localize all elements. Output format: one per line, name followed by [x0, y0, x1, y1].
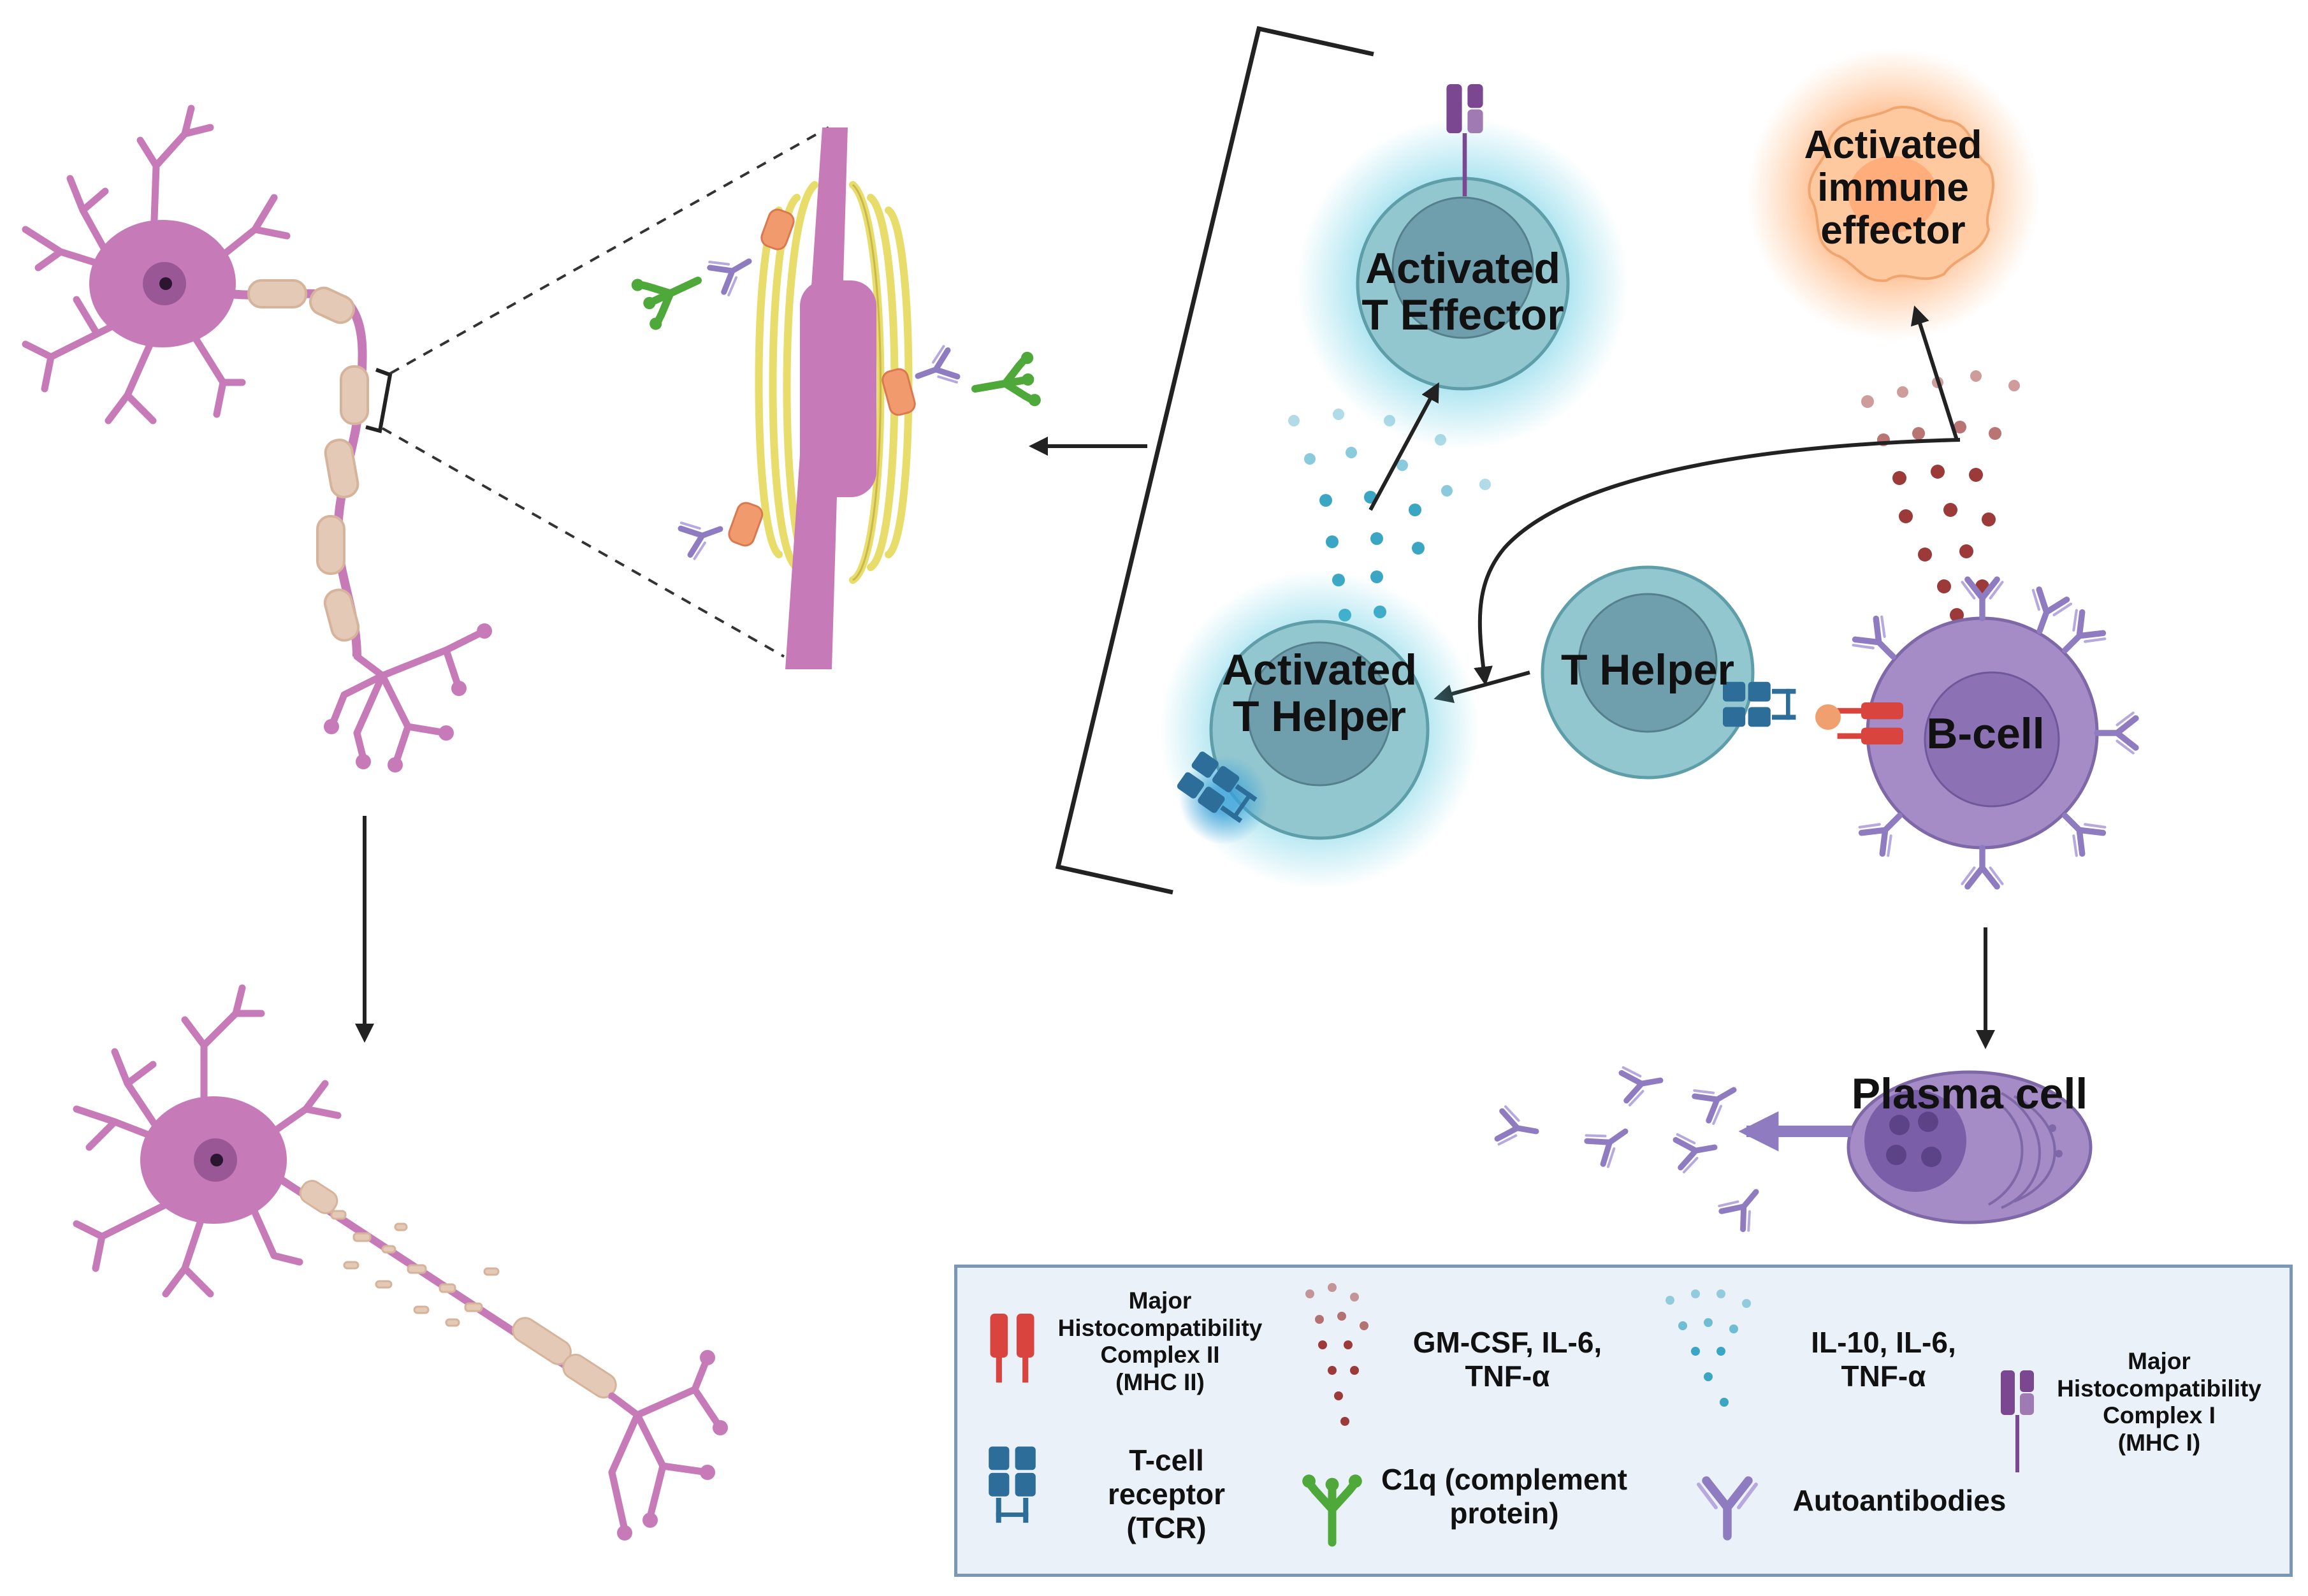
bracket: [1055, 25, 1374, 895]
activated-t-helper-cell: [1160, 570, 1479, 889]
legend-autoantibodies-label: Autoantibodies: [1792, 1484, 2007, 1517]
label-activated-t-effector: Activated T Effector: [1361, 244, 1564, 340]
legend-tcr-label: T-cell receptor (TCR): [1107, 1444, 1226, 1544]
myelin-zoom: [630, 127, 1042, 669]
arrow-to-t-effector: [1368, 382, 1439, 511]
demyelinated-neuron: [73, 984, 728, 1541]
legend-mhc2-icon: [990, 1314, 1034, 1383]
legend-autoantibody-icon: [1699, 1481, 1756, 1536]
t-helper-cell: [1541, 565, 1796, 780]
b-cell: [1815, 579, 2136, 887]
legend-tcr-icon: [989, 1446, 1036, 1523]
legend-mhc2-label: Major Histocompatibility Complex II (MHC…: [1057, 1288, 1263, 1395]
arrow-to-immune-effector: [1910, 305, 1959, 440]
legend-mhc1-icon: [2001, 1370, 2034, 1472]
label-plasma-cell: Plasma cell: [1851, 1070, 2088, 1118]
cytokines-red: [1861, 370, 2020, 622]
activated-immune-effector-cell: [1746, 48, 2040, 341]
legend-icons: [989, 1283, 2034, 1542]
legend-mhc1-label: Major Histocompatibility Complex I (MHC …: [2057, 1348, 2261, 1456]
legend-c1q-label: C1q (complement protein): [1381, 1463, 1627, 1530]
legend-gm-csf-icon: [1305, 1283, 1368, 1426]
legend-box: [954, 1265, 2293, 1577]
curved-arrow-b-to-activated-helper: [1474, 438, 1961, 686]
activated-t-effector-cell: [1297, 84, 1629, 449]
label-activated-t-helper: Activated T Helper: [1221, 646, 1418, 741]
legend-gm-csf-label: GM-CSF, IL-6, TNF-α: [1412, 1326, 1602, 1393]
plasma-cell: [1847, 1070, 2093, 1224]
legend-il10-label: IL-10, IL-6, TNF-α: [1811, 1326, 1956, 1393]
legend-il10-icon: [1666, 1289, 1751, 1407]
free-autoantibodies: [1497, 1061, 1771, 1232]
zoom-lines: [382, 126, 829, 658]
healthy-neuron: [22, 105, 492, 773]
label-b-cell: B-cell: [1926, 709, 2045, 758]
label-t-helper: T Helper: [1560, 646, 1735, 694]
label-activated-immune-effector: Activated immune effector: [1804, 123, 1982, 252]
legend-c1q-icon: [1302, 1474, 1362, 1542]
